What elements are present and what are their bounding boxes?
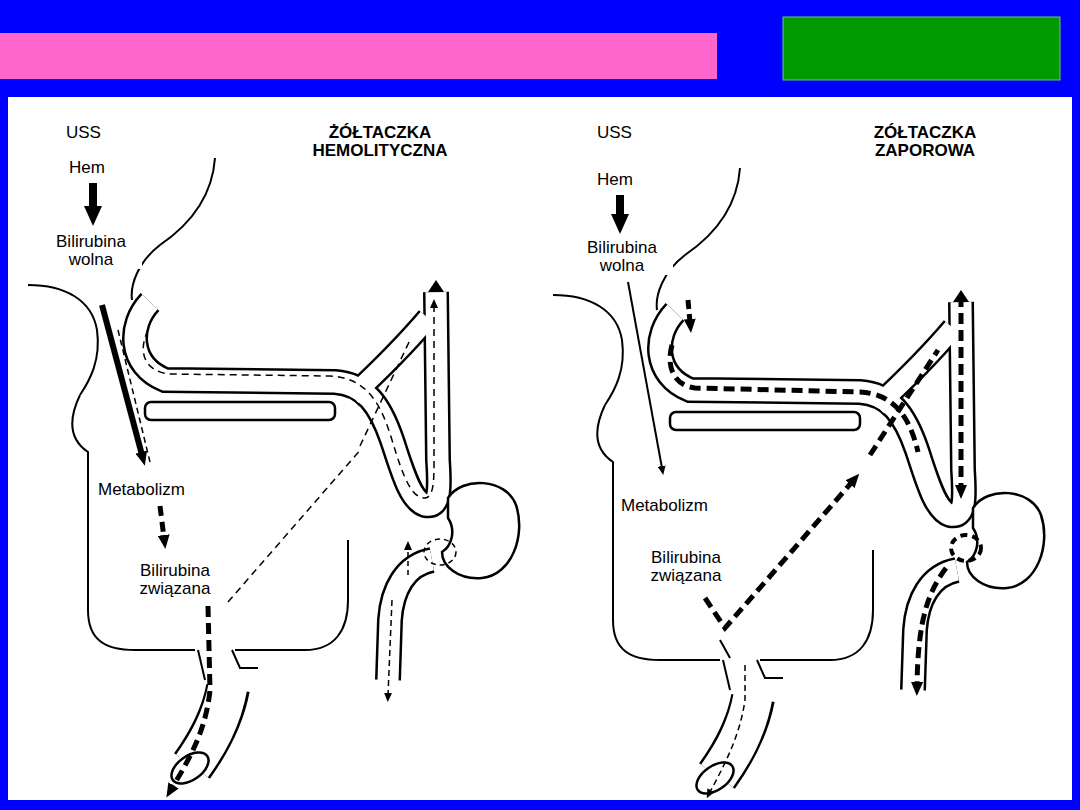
corner-box: [783, 17, 1060, 80]
flow-arrow: [160, 506, 164, 538]
panel-title: ZÓŁTACZKA ZAPOROWA: [845, 124, 1005, 160]
region-label: USS: [595, 124, 655, 142]
panel-title: ŻÓŁTACZKA HEMOLITYCZNA: [270, 124, 490, 160]
flow-arrow: [688, 300, 690, 322]
flow-arrow: [628, 282, 662, 468]
substance-label: Bilirubina wolna: [571, 239, 673, 275]
flow-thin: [710, 665, 745, 792]
anatomy-left: [28, 158, 519, 790]
process-label: Metabolizm: [96, 481, 226, 499]
flow-dashed: [870, 350, 938, 455]
process-label: Metabolizm: [619, 497, 749, 515]
substance-label: Bilirubina wolna: [40, 233, 142, 269]
substance-label: Bilirubina związana: [124, 562, 226, 598]
flow-arrow: [959, 296, 964, 488]
region-label: USS: [64, 124, 124, 142]
flow-arrow: [102, 305, 142, 455]
flow-arrow: [917, 568, 946, 685]
substance-label: Bilirubina związana: [635, 549, 737, 585]
flow-thin: [143, 306, 434, 498]
flow-arrow: [89, 183, 97, 210]
duct-block: [720, 640, 730, 658]
substance-label: Hem: [595, 171, 655, 189]
flow-thin: [228, 448, 362, 602]
flow-loop: [424, 539, 456, 565]
flow-thin: [360, 340, 410, 446]
flow-right: [620, 195, 981, 792]
anatomy-right: [553, 168, 1044, 800]
flow-left: [93, 183, 456, 788]
flow-loop: [951, 535, 981, 561]
flow-thin: [388, 600, 392, 695]
title-bar: [0, 33, 717, 79]
flow-thin: [407, 548, 409, 575]
panel: [8, 97, 1072, 800]
flow-thin: [118, 330, 150, 462]
flow-arrow: [172, 606, 210, 788]
flow-arrow: [616, 195, 624, 218]
substance-label: Hem: [67, 159, 127, 177]
